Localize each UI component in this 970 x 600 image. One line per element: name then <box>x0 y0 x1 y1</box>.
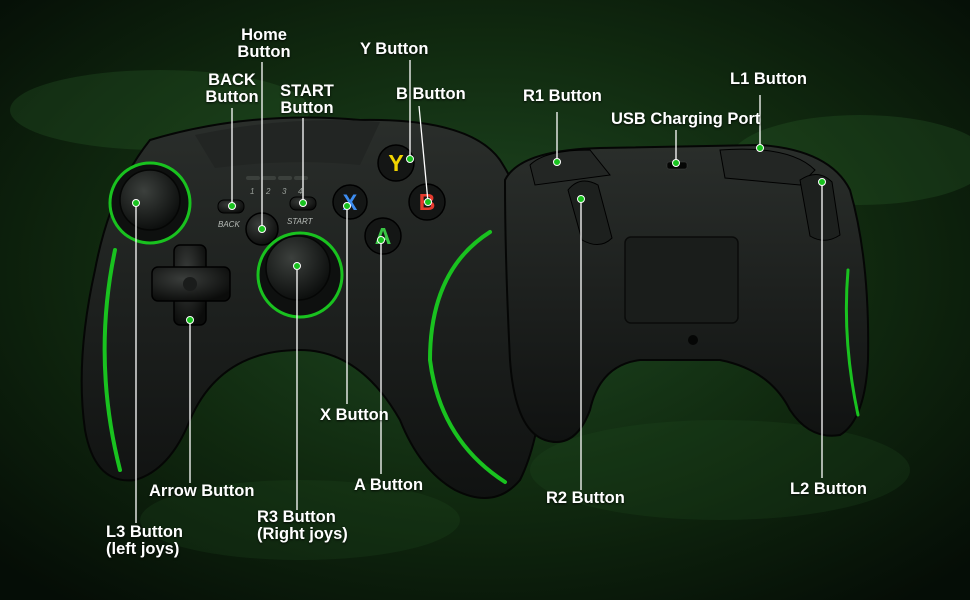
indicator-number: 3 <box>282 187 287 196</box>
l2-button-label: L2 Button <box>790 480 867 498</box>
player-indicators <box>246 176 308 180</box>
a-button-shape[interactable] <box>364 217 402 255</box>
l3-button-label-line1: L3 Button <box>106 523 183 541</box>
l3-button-label-line2: (left joys) <box>106 540 180 558</box>
l2-trigger-shape[interactable] <box>799 174 841 241</box>
back-button-label-line2: Button <box>205 88 259 106</box>
y-button-shape[interactable] <box>377 144 415 182</box>
y-button-label: Y Button <box>360 40 429 58</box>
back-button-label-line1: BACK <box>208 71 256 89</box>
x-button-letter: X <box>343 190 358 215</box>
indicator-number: 4 <box>298 187 303 196</box>
arrow-button-label: Arrow Button <box>149 482 255 500</box>
home-button-label-line1: Home <box>241 26 287 44</box>
leader-lines <box>135 60 823 523</box>
d-pad[interactable] <box>151 244 231 326</box>
x-button-label: X Button <box>320 406 389 424</box>
home-button-label: Home Button <box>232 27 296 61</box>
r3-button-label: R3 Button (Right joys) <box>257 509 348 543</box>
r1-button-label: R1 Button <box>523 87 602 105</box>
start-button-label: START Button <box>273 83 341 117</box>
r1-button-shape[interactable] <box>529 149 611 186</box>
y-button-letter: Y <box>388 150 403 176</box>
indicator-number: 1 <box>250 187 254 196</box>
right-grip-accent <box>427 230 507 484</box>
front-shoulder-plate <box>195 120 380 168</box>
r3-button-label-line1: R3 Button <box>257 508 336 526</box>
battery-cover <box>624 236 739 324</box>
b-button-label: B Button <box>396 85 466 103</box>
start-button-caption: START <box>287 217 314 226</box>
a-button-label: A Button <box>354 476 424 494</box>
usb-charging-port-label: USB Charging Port <box>611 110 761 128</box>
back-button-caption: BACK <box>218 220 240 229</box>
home-button-label-line2: Button <box>237 43 291 61</box>
start-button-label-line2: Button <box>280 99 334 117</box>
a-button-letter: A <box>375 223 392 249</box>
r2-button-label: R2 Button <box>546 489 625 507</box>
back-button-label: BACK Button <box>200 72 264 106</box>
r3-button-label-line2: (Right joys) <box>257 525 348 543</box>
leader-dots <box>132 144 826 324</box>
start-button-label-line1: START <box>280 82 334 100</box>
back-controller <box>503 143 870 443</box>
audio-jack <box>688 335 698 345</box>
left-grip-accent <box>102 248 122 472</box>
x-button-shape[interactable] <box>332 184 368 220</box>
indicator-number: 2 <box>265 187 271 196</box>
l1-button-label: L1 Button <box>730 70 807 88</box>
back-right-grip-accent <box>844 268 860 417</box>
l3-button-label: L3 Button (left joys) <box>106 524 183 558</box>
left-stick[interactable] <box>119 169 181 231</box>
